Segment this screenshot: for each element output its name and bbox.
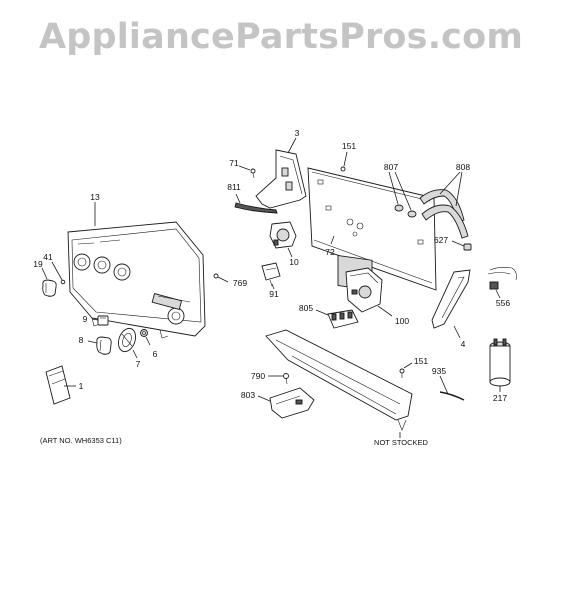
callout-790: 790 [251, 371, 265, 381]
leader-91 [271, 283, 275, 290]
part-556-wire-connector [487, 267, 517, 290]
leader-4 [453, 325, 461, 339]
part-805-terminal-block [327, 309, 359, 329]
leader-9 [91, 318, 99, 321]
callout-935: 935 [432, 366, 446, 376]
callout-811: 811 [227, 182, 241, 192]
leader-6 [145, 336, 151, 346]
leader-805 [315, 309, 329, 316]
part-4-end-cap [431, 269, 471, 329]
part-803-pressure-switch [269, 387, 315, 419]
part-217-capacitor [489, 338, 511, 387]
callout-72: 72 [325, 247, 335, 257]
part-807-grommets [394, 204, 417, 218]
part-151-screw-bottom [399, 368, 405, 378]
part-41-screw [60, 279, 66, 285]
art-number: (ART NO. WH6353 C11) [40, 436, 122, 445]
leader-151-top [343, 151, 348, 167]
callout-807: 807 [384, 162, 398, 172]
part-10-switch [269, 221, 297, 249]
part-769-clip [213, 273, 219, 279]
part-808-inlet-hoses [419, 189, 469, 239]
callout-627: 627 [434, 235, 448, 245]
part-627-fitting [463, 243, 472, 251]
callout-9: 9 [83, 314, 88, 324]
callout-7: 7 [136, 359, 141, 369]
callout-808: 808 [456, 162, 470, 172]
part-91-lid-switch [261, 262, 281, 287]
leader-556 [495, 289, 501, 299]
callout-13: 13 [90, 192, 100, 202]
callout-91: 91 [269, 289, 279, 299]
callout-151-top: 151 [342, 141, 356, 151]
callout-4: 4 [461, 339, 466, 349]
leader-803 [257, 395, 271, 402]
watermark-text: AppliancePartsPros.com [39, 17, 523, 57]
leader-808-b [455, 171, 463, 207]
leader-807-b [394, 171, 412, 211]
callout-100: 100 [395, 316, 409, 326]
leader-808-a [439, 171, 461, 195]
part-71-screw [250, 168, 256, 179]
callout-3: 3 [295, 128, 300, 138]
not-stocked-label: NOT STOCKED [374, 438, 428, 447]
leader-811 [235, 193, 241, 204]
callout-19: 19 [33, 259, 43, 269]
callout-769: 769 [233, 278, 247, 288]
callout-217: 217 [493, 393, 507, 403]
callout-1: 1 [79, 381, 84, 391]
leader-7 [132, 349, 138, 359]
part-935-wire [439, 391, 465, 401]
callout-8: 8 [79, 335, 84, 345]
callout-803: 803 [241, 390, 255, 400]
leader-72 [330, 235, 335, 245]
part-6-nut [140, 329, 148, 337]
leader-627 [451, 240, 465, 247]
leader-769 [217, 276, 229, 283]
part-1-manual [45, 365, 71, 405]
leader-19 [41, 267, 48, 280]
part-8-knob [96, 336, 112, 355]
part-811-wire-harness [234, 202, 278, 214]
leader-41 [51, 261, 63, 281]
part-151-screw-top [340, 166, 346, 172]
leader-8 [87, 340, 98, 344]
leader-807-a [388, 171, 399, 205]
leader-100 [377, 305, 393, 317]
part-9-clip [97, 315, 109, 326]
callout-556: 556 [496, 298, 510, 308]
callout-6: 6 [153, 349, 158, 359]
part-rear-cover-not-stocked [265, 329, 413, 431]
callout-71: 71 [229, 158, 239, 168]
part-13-control-panel [67, 221, 206, 339]
part-19-knob [42, 279, 57, 297]
leader-71 [238, 165, 251, 171]
callout-805: 805 [299, 303, 313, 313]
part-7-dial [117, 327, 137, 353]
leader-935 [439, 375, 449, 395]
leader-10 [287, 247, 293, 258]
part-790-screw [283, 373, 289, 385]
part-3-end-cap-bracket [255, 149, 307, 209]
callout-10: 10 [289, 257, 299, 267]
part-100-timer [345, 267, 383, 313]
leader-3 [287, 137, 297, 154]
callout-151-bottom: 151 [414, 356, 428, 366]
callout-41: 41 [43, 252, 53, 262]
leader-151-bottom [403, 362, 413, 369]
